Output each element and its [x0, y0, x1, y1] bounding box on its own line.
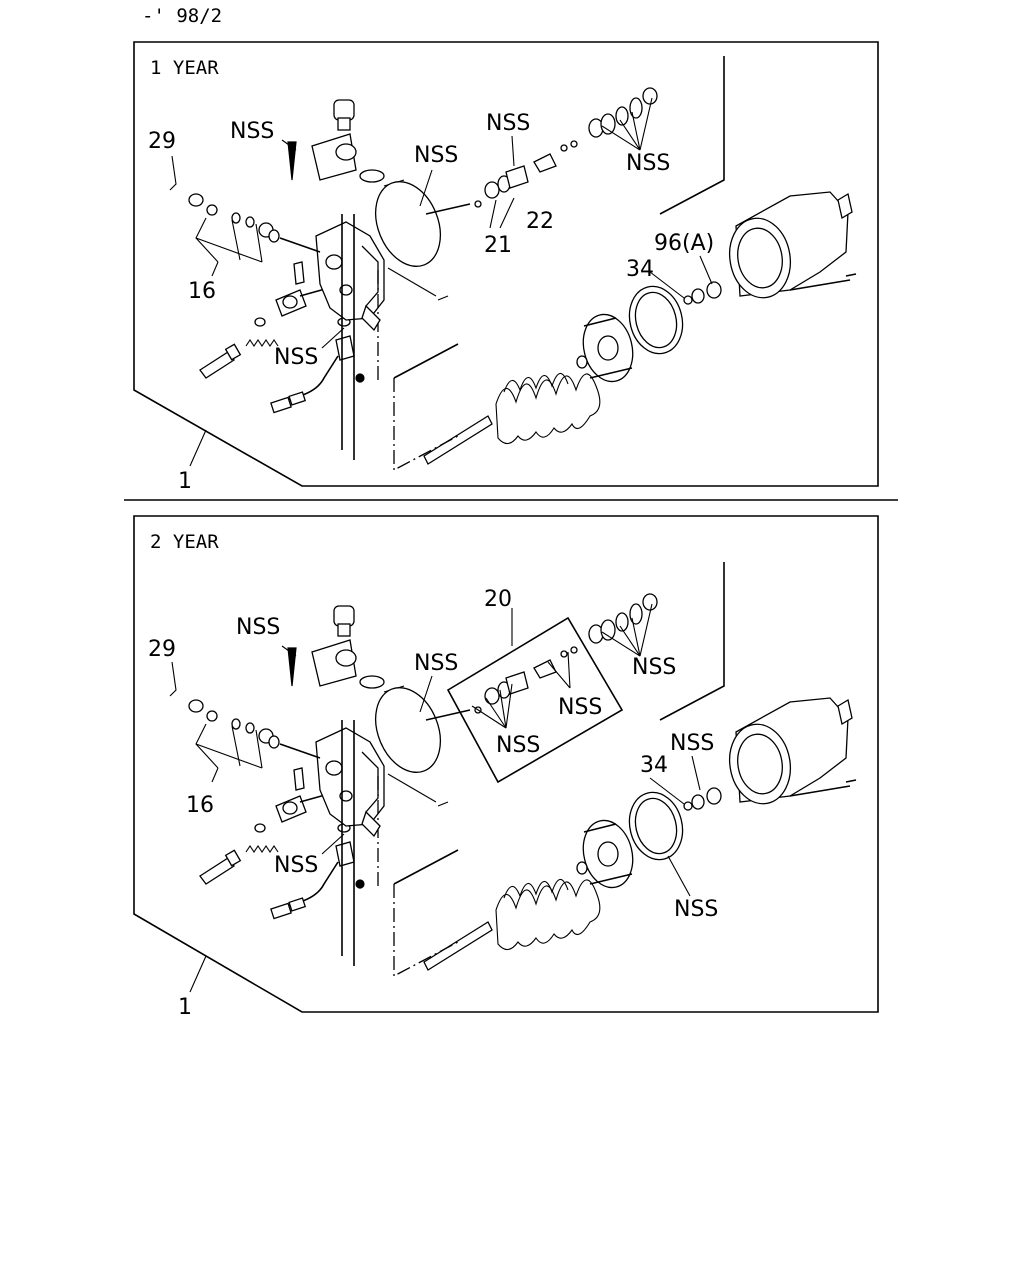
label-nss-kit-b: NSS — [496, 733, 540, 758]
label-nss-bolt: NSS — [236, 615, 280, 640]
label-nss-rings: NSS — [626, 151, 670, 176]
label-1: 1 — [178, 995, 192, 1020]
label-29: 29 — [148, 129, 176, 154]
kit-20-box — [446, 616, 624, 784]
label-29: 29 — [148, 637, 176, 662]
label-nss-valve: NSS — [486, 111, 530, 136]
label-21: 21 — [484, 233, 512, 258]
page-reference: -' 98/2 — [142, 5, 222, 27]
label-1: 1 — [178, 469, 192, 494]
label-nss-rings: NSS — [632, 655, 676, 680]
panel-2-assembly — [188, 561, 857, 977]
panel-2-year: 2 YEAR 29 NSS 16 NSS NSS 20 NSS NSS NSS … — [133, 515, 879, 1020]
label-34: 34 — [640, 753, 668, 778]
label-nss-washer: NSS — [670, 731, 714, 756]
label-20: 20 — [484, 587, 512, 612]
label-nss-kit-a: NSS — [558, 695, 602, 720]
panel-2-title: 2 YEAR — [150, 531, 219, 553]
label-34: 34 — [626, 257, 654, 282]
panel-2-frame — [133, 515, 879, 1013]
label-nss-diaphragm: NSS — [414, 651, 458, 676]
label-16: 16 — [188, 279, 216, 304]
panel-1-frame — [133, 41, 879, 487]
label-16: 16 — [186, 793, 214, 818]
label-22: 22 — [526, 209, 554, 234]
label-nss-seal: NSS — [674, 897, 718, 922]
label-96a: 96(A) — [654, 231, 714, 256]
panel-1-title: 1 YEAR — [150, 57, 219, 79]
label-nss-sensor: NSS — [274, 345, 318, 370]
panel-1-year: 1 YEAR 29 NSS 16 NSS NSS NSS 22 21 NSS 9… — [133, 41, 879, 494]
label-nss-diaphragm: NSS — [414, 143, 458, 168]
label-nss-sensor: NSS — [274, 853, 318, 878]
label-nss-bolt: NSS — [230, 119, 274, 144]
